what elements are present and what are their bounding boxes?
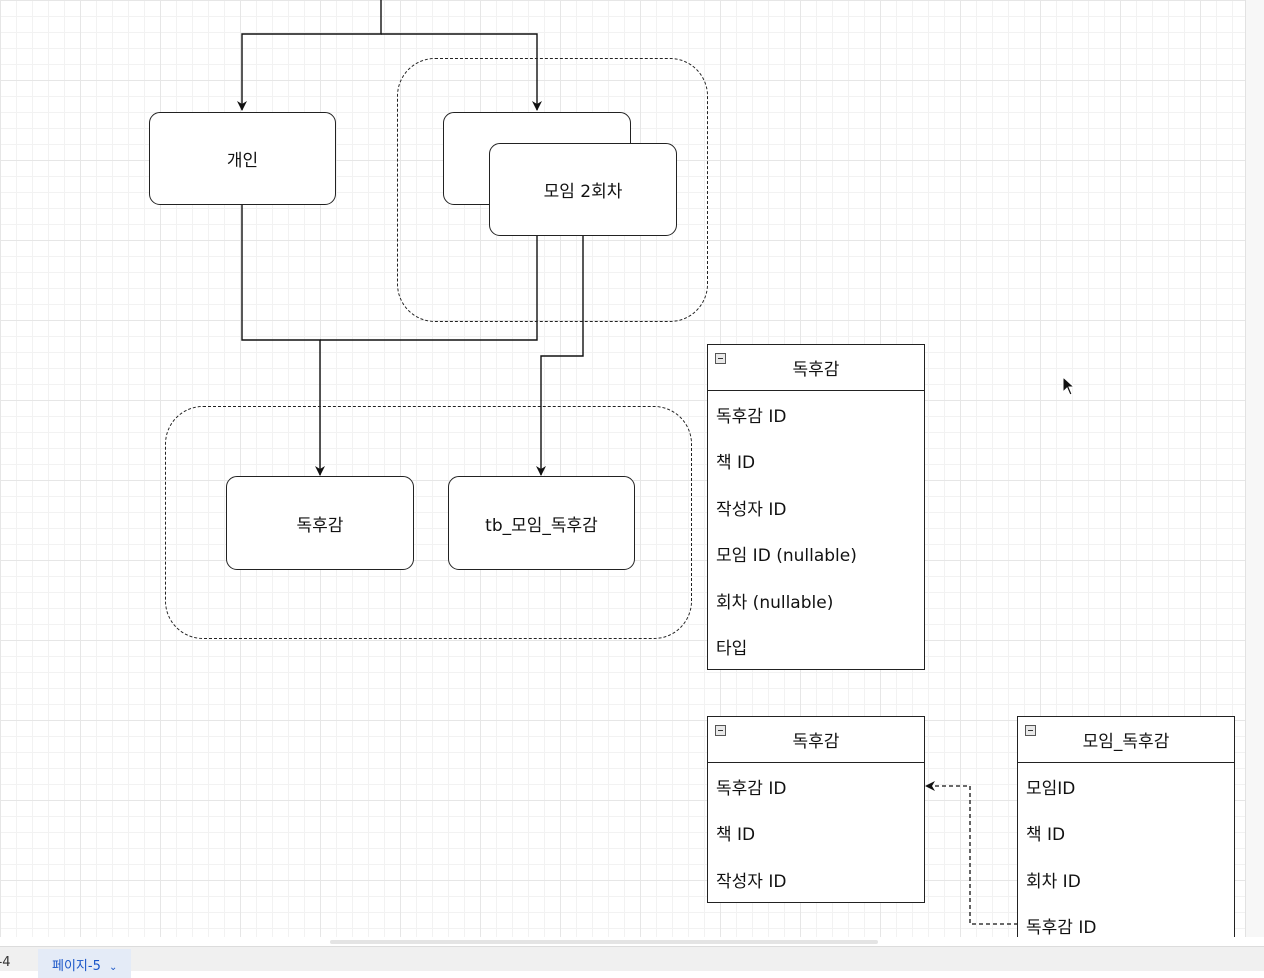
entity-header[interactable]: 모임_독후감: [1018, 717, 1234, 763]
node-group-review[interactable]: tb_모임_독후감: [448, 476, 635, 570]
node-review-label: 독후감: [296, 515, 344, 536]
entity-field[interactable]: 독후감 ID: [1026, 918, 1097, 937]
entity-field[interactable]: 타입: [716, 639, 748, 660]
tab-page-5[interactable]: 페이지-5 ⌄: [38, 949, 132, 978]
minus-box-icon[interactable]: [715, 353, 726, 364]
connector-group-to-group-review[interactable]: [536, 236, 584, 476]
entity-field[interactable]: 회차 (nullable): [716, 592, 834, 613]
entity-field[interactable]: 작성자 ID: [716, 871, 787, 892]
minus-box-icon[interactable]: [1025, 725, 1036, 736]
entity-review-full[interactable]: 독후감 독후감 ID 책 ID 작성자 ID 모임 ID (nullable) …: [707, 344, 925, 670]
entity-header[interactable]: 독후감: [708, 345, 924, 391]
connector-top-to-group[interactable]: [381, 33, 542, 111]
entity-field[interactable]: 책 ID: [1026, 825, 1066, 846]
vertical-scrollbar[interactable]: [1245, 0, 1264, 937]
entity-field[interactable]: 모임ID: [1026, 778, 1076, 799]
connector-layer: [237, 0, 1018, 925]
page-tab-bar: l-4 페이지-5 ⌄: [0, 946, 1264, 978]
connector-group-review-to-review-id[interactable]: [925, 781, 1018, 925]
entity-title: 모임_독후감: [1082, 732, 1170, 752]
entity-title: 독후감: [792, 732, 840, 752]
node-group-session[interactable]: 모임 2회차: [489, 143, 677, 236]
entity-group-review[interactable]: 모임_독후감 모임ID 책 ID 회차 ID 독후감 ID: [1017, 716, 1235, 937]
node-group-review-label: tb_모임_독후감: [485, 515, 598, 536]
minus-box-icon[interactable]: [715, 725, 726, 736]
entity-header[interactable]: 독후감: [708, 717, 924, 763]
horizontal-scrollbar[interactable]: [330, 940, 878, 944]
entity-field[interactable]: 모임 ID (nullable): [716, 546, 857, 567]
mouse-pointer-icon: [1062, 376, 1076, 396]
diagram-canvas[interactable]: 개인 모임 2회차 독후감 tb_모임_독후감 독후감 독후감 ID 책 ID …: [0, 0, 1245, 937]
connector-personal-to-review[interactable]: [241, 205, 325, 476]
chevron-down-icon[interactable]: ⌄: [108, 962, 118, 973]
entity-field[interactable]: 독후감 ID: [716, 778, 787, 799]
node-personal-label: 개인: [226, 151, 259, 171]
node-group-session-label: 모임 2회차: [543, 182, 623, 202]
node-personal[interactable]: 개인: [149, 112, 336, 205]
tab-page-4[interactable]: l-4: [0, 955, 11, 970]
node-review[interactable]: 독후감: [226, 476, 414, 570]
entity-field[interactable]: 독후감 ID: [716, 406, 787, 427]
entity-review-basic[interactable]: 독후감 독후감 ID 책 ID 작성자 ID: [707, 716, 925, 903]
tab-page-5-label: 페이지-5: [52, 959, 101, 974]
connector-group-back-to-review[interactable]: [320, 205, 538, 341]
entity-title: 독후감: [792, 360, 840, 380]
entity-field[interactable]: 책 ID: [716, 825, 756, 846]
entity-field[interactable]: 책 ID: [716, 453, 756, 474]
group-container-meetings[interactable]: [397, 58, 708, 322]
connector-top-to-personal[interactable]: [237, 0, 382, 111]
entity-field[interactable]: 작성자 ID: [716, 499, 787, 520]
entity-field[interactable]: 회차 ID: [1026, 871, 1081, 892]
group-container-reviews[interactable]: [165, 406, 692, 639]
